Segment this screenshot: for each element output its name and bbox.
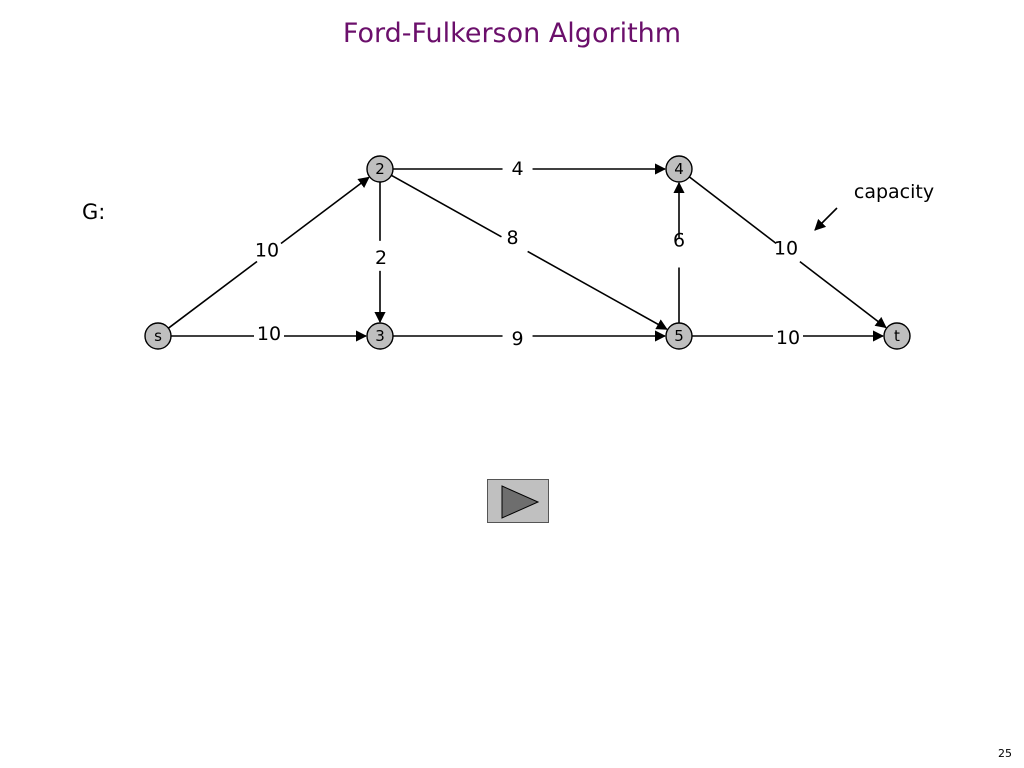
node-4: 4 [665,155,693,183]
edge-segment [390,174,502,238]
edge-4-t: 10 [688,176,887,329]
edge-s-3: 10 [171,323,368,345]
annotation-arrow [814,207,838,231]
node-t: t [883,322,911,350]
node-circle [883,322,911,350]
node-3: 3 [366,322,394,350]
edge-capacity-label: 6 [673,230,685,252]
node-circle [665,155,693,183]
page-number: 25 [998,747,1012,760]
edge-s-2: 10 [167,176,370,329]
node-5: 5 [665,322,693,350]
node-label: 3 [375,327,385,345]
node-label: 4 [674,160,684,178]
edges-layer: 10 10 2 4 8 9 6 10 10 [167,158,887,350]
edge-capacity-label: 10 [776,327,800,349]
edge-capacity-label: 10 [255,240,279,262]
capacity-annotation: capacity [854,181,934,203]
edge-arrow-segment [799,260,887,329]
node-2: 2 [366,155,394,183]
node-circle [144,322,172,350]
edge-segment [167,260,258,329]
edge-5-4: 6 [673,181,685,323]
nodes-layer: s 2 3 4 5 t [144,155,911,350]
edge-arrow-segment [280,176,370,245]
slide-title: Ford-Fulkerson Algorithm [342,18,682,49]
edge-capacity-label: 10 [257,323,281,345]
node-circle [366,322,394,350]
edge-capacity-label: 2 [375,247,387,269]
node-label: s [154,327,162,345]
node-circle [665,322,693,350]
edge-3-5: 9 [393,328,667,350]
edge-2-5: 8 [390,174,668,330]
node-label: 2 [375,160,385,178]
edge-segment [688,176,777,245]
play-icon [501,485,540,519]
edge-2-3: 2 [374,182,387,324]
edge-2-4: 4 [393,158,667,180]
edge-5-t: 10 [692,327,885,349]
node-label: t [894,327,900,345]
edge-capacity-label: 10 [774,238,798,260]
edge-capacity-label: 9 [511,328,523,350]
node-circle [366,155,394,183]
node-s: s [144,322,172,350]
edge-capacity-label: 8 [507,227,519,249]
play-button[interactable] [487,479,549,523]
edge-arrow-segment [527,250,668,330]
node-label: 5 [674,327,684,345]
graph-label: G: [82,200,106,224]
annotation-layer: capacity [814,181,934,231]
edge-capacity-label: 4 [511,158,523,180]
